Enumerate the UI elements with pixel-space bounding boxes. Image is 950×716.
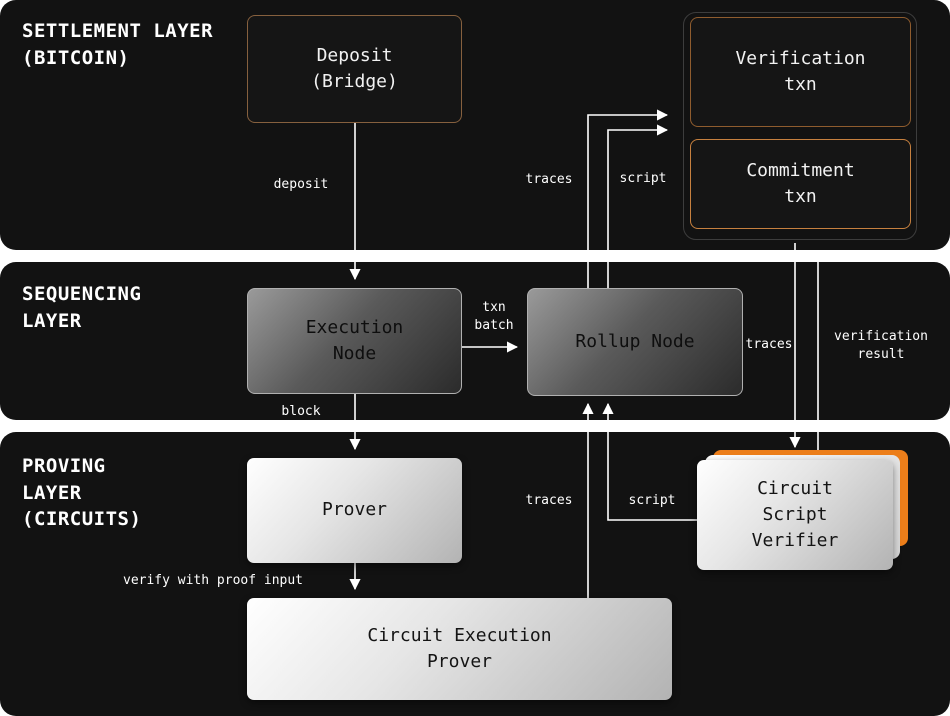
traces-to-bitcoin-arrow <box>587 109 669 288</box>
block-edge-label: block <box>281 403 321 419</box>
script-to-bitcoin-arrow <box>607 124 669 288</box>
deposit-edge-label: deposit <box>273 176 329 192</box>
sequencing-layer-title: SEQUENCING LAYER <box>22 283 142 332</box>
verify-proof-edge-label: verify with proof input <box>122 572 304 588</box>
prover-node: Prover <box>247 458 462 563</box>
traces-to-bitcoin-edge-label: traces <box>525 171 573 187</box>
proving-layer-title: PROVING LAYER (CIRCUITS) <box>22 455 142 531</box>
sequencing-layer-band <box>0 262 950 420</box>
script-to-bitcoin-edge-label: script <box>619 170 667 186</box>
commitment-txn-node: Commitment txn <box>690 139 911 229</box>
verification-result-edge-label: verification result <box>834 328 928 362</box>
script-from-verifier-arrow <box>602 402 697 521</box>
verification-txn-node: Verification txn <box>690 17 911 127</box>
settlement-layer-title: SETTLEMENT LAYER (BITCOIN) <box>22 20 214 69</box>
circuit-execution-prover-node: Circuit Execution Prover <box>247 598 672 700</box>
circuit-script-verifier-node: Circuit Script Verifier <box>697 460 893 570</box>
rollup-node: Rollup Node <box>527 288 743 396</box>
traces-commitment-edge-label: traces <box>745 336 793 352</box>
execution-node: Execution Node <box>247 288 462 394</box>
deposit-bridge-node: Deposit (Bridge) <box>247 15 462 123</box>
script-from-verifier-edge-label: script <box>628 492 676 508</box>
txn-batch-edge-label: txn batch <box>474 299 514 333</box>
traces-from-prover-edge-label: traces <box>525 492 573 508</box>
